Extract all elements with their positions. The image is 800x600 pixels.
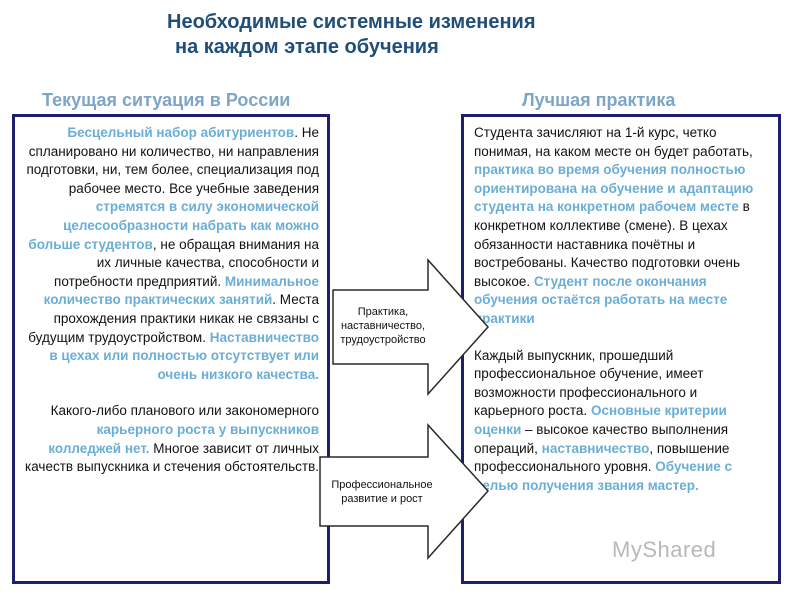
current-situation-box: Бесцельный набор абитуриентов. Не сплани… <box>12 114 330 584</box>
highlight-text: Студент после окончания обучения остаётс… <box>474 273 728 326</box>
right-paragraph-1: Студента зачисляют на 1-й курс, четко по… <box>474 124 770 329</box>
body-text: . Не спланировано ни количество, ни напр… <box>26 125 319 196</box>
left-paragraph-2: Какого-либо планового или закономерного … <box>25 402 319 476</box>
body-text: Студента зачисляют на 1-й курс, четко по… <box>474 125 753 159</box>
highlight-text: карьерного роста у выпускников колледжей… <box>48 421 319 456</box>
arrow-top-label: Практика, наставничество, трудоустройств… <box>340 306 426 346</box>
best-practice-box: Студента зачисляют на 1-й курс, четко по… <box>461 114 781 584</box>
watermark: MyShared <box>612 537 717 562</box>
slide-title: Необходимые системные изменения на каждо… <box>145 10 645 60</box>
body-text: , не обращая внимания на их личные качес… <box>54 236 319 289</box>
highlight-text: стремятся в силу экономической целесообр… <box>28 199 319 252</box>
right-heading: Лучшая практика <box>522 90 676 110</box>
body-text: Какого-либо планового или закономерного <box>50 403 319 419</box>
highlight-text: практика во время обучения полностью ори… <box>474 162 754 215</box>
body-text: . Места прохождения практики никак не св… <box>28 292 319 345</box>
right-paragraph-2: Каждый выпускник, прошедший профессионал… <box>474 347 770 496</box>
body-text: – высокое качество выполнения операций, <box>474 421 729 456</box>
body-text: Многое зависит от личных качеств выпускн… <box>25 440 319 475</box>
highlight-text: наставничество <box>541 440 650 456</box>
body-text: в конкретном коллективе (смене). В цехах… <box>474 199 750 289</box>
highlight-text: Бесцельный набор абитуриентов <box>67 125 295 140</box>
left-paragraph-1: Бесцельный набор абитуриентов. Не сплани… <box>25 124 319 384</box>
highlight-text: Обучение с целью получения звания мастер… <box>474 459 733 493</box>
highlight-text: Наставничество в цехах или полностью отс… <box>49 329 319 382</box>
highlight-text: Минимальное количество практических заня… <box>43 273 319 308</box>
body-text: , повышение профессионального уровня. <box>474 440 730 475</box>
arrow-bottom-label: Профессиональное развитие и рост <box>331 479 433 505</box>
title-line-1: Необходимые системные изменения <box>167 11 536 33</box>
title-line-2: на каждом этапе обучения <box>175 36 439 58</box>
body-text: Каждый выпускник, прошедший профессионал… <box>474 347 704 419</box>
left-heading: Текущая ситуация в России <box>42 90 291 110</box>
